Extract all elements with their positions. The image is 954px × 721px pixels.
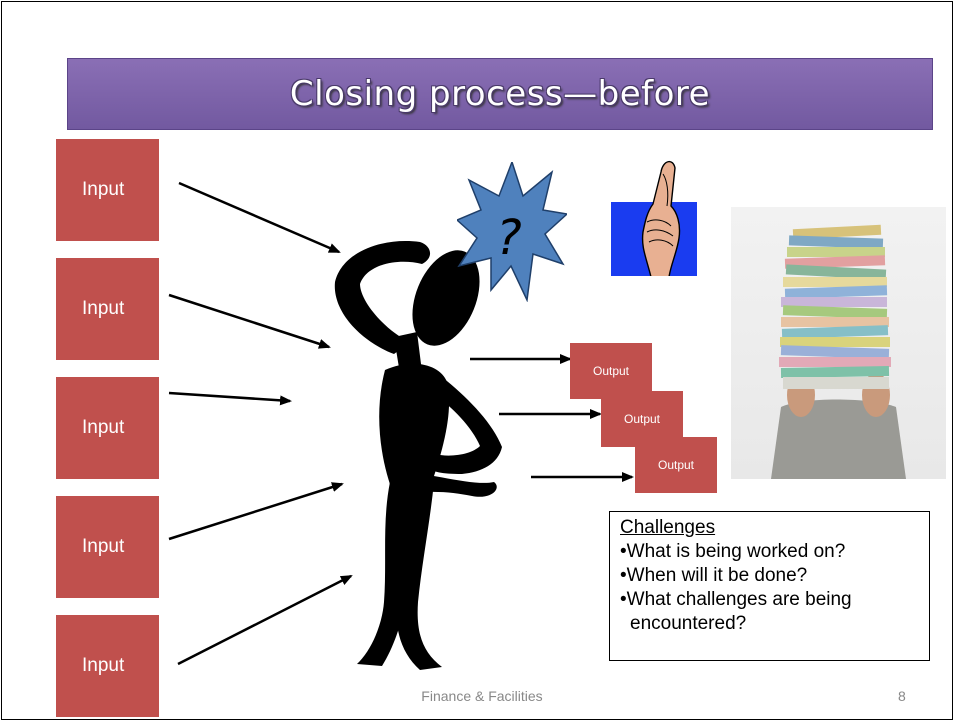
- paper-stack-photo: [731, 207, 946, 479]
- crossed-fingers-icon: [611, 161, 697, 276]
- input-arrow: [168, 482, 344, 541]
- input-label: Input: [82, 417, 125, 438]
- input-box: Input: [56, 377, 159, 479]
- output-box: Output: [570, 343, 652, 399]
- title-bar: Closing process—before: [67, 58, 933, 130]
- input-arrow: [168, 391, 292, 406]
- confused-figure-icon: [334, 241, 502, 670]
- input-box: Input: [56, 615, 159, 717]
- slide-title: Closing process—before: [289, 74, 711, 114]
- input-box: Input: [56, 139, 159, 241]
- challenge-item: •What challenges are being encountered?: [620, 589, 852, 634]
- input-arrow: [178, 181, 341, 254]
- footer-page-number: 8: [898, 688, 906, 704]
- output-label: Output: [592, 364, 630, 378]
- challenges-box: Challenges •What is being worked on? •Wh…: [609, 511, 930, 661]
- input-label: Input: [82, 655, 125, 676]
- input-arrow: [168, 293, 331, 349]
- input-box: Input: [56, 258, 159, 360]
- input-label: Input: [82, 536, 125, 557]
- input-arrow: [177, 574, 353, 666]
- challenges-heading: Challenges: [620, 517, 716, 538]
- burst-question-mark: ?: [496, 210, 521, 266]
- challenge-item: •What is being worked on?: [620, 541, 846, 562]
- input-box: Input: [56, 496, 159, 598]
- input-label: Input: [82, 298, 125, 319]
- question-burst-icon: ?: [457, 162, 567, 302]
- output-box: Output: [635, 437, 717, 493]
- footer-organization: Finance & Facilities: [421, 688, 543, 704]
- output-label: Output: [623, 412, 661, 426]
- output-label: Output: [657, 458, 695, 472]
- input-label: Input: [82, 179, 125, 200]
- challenge-item: •When will it be done?: [620, 565, 808, 586]
